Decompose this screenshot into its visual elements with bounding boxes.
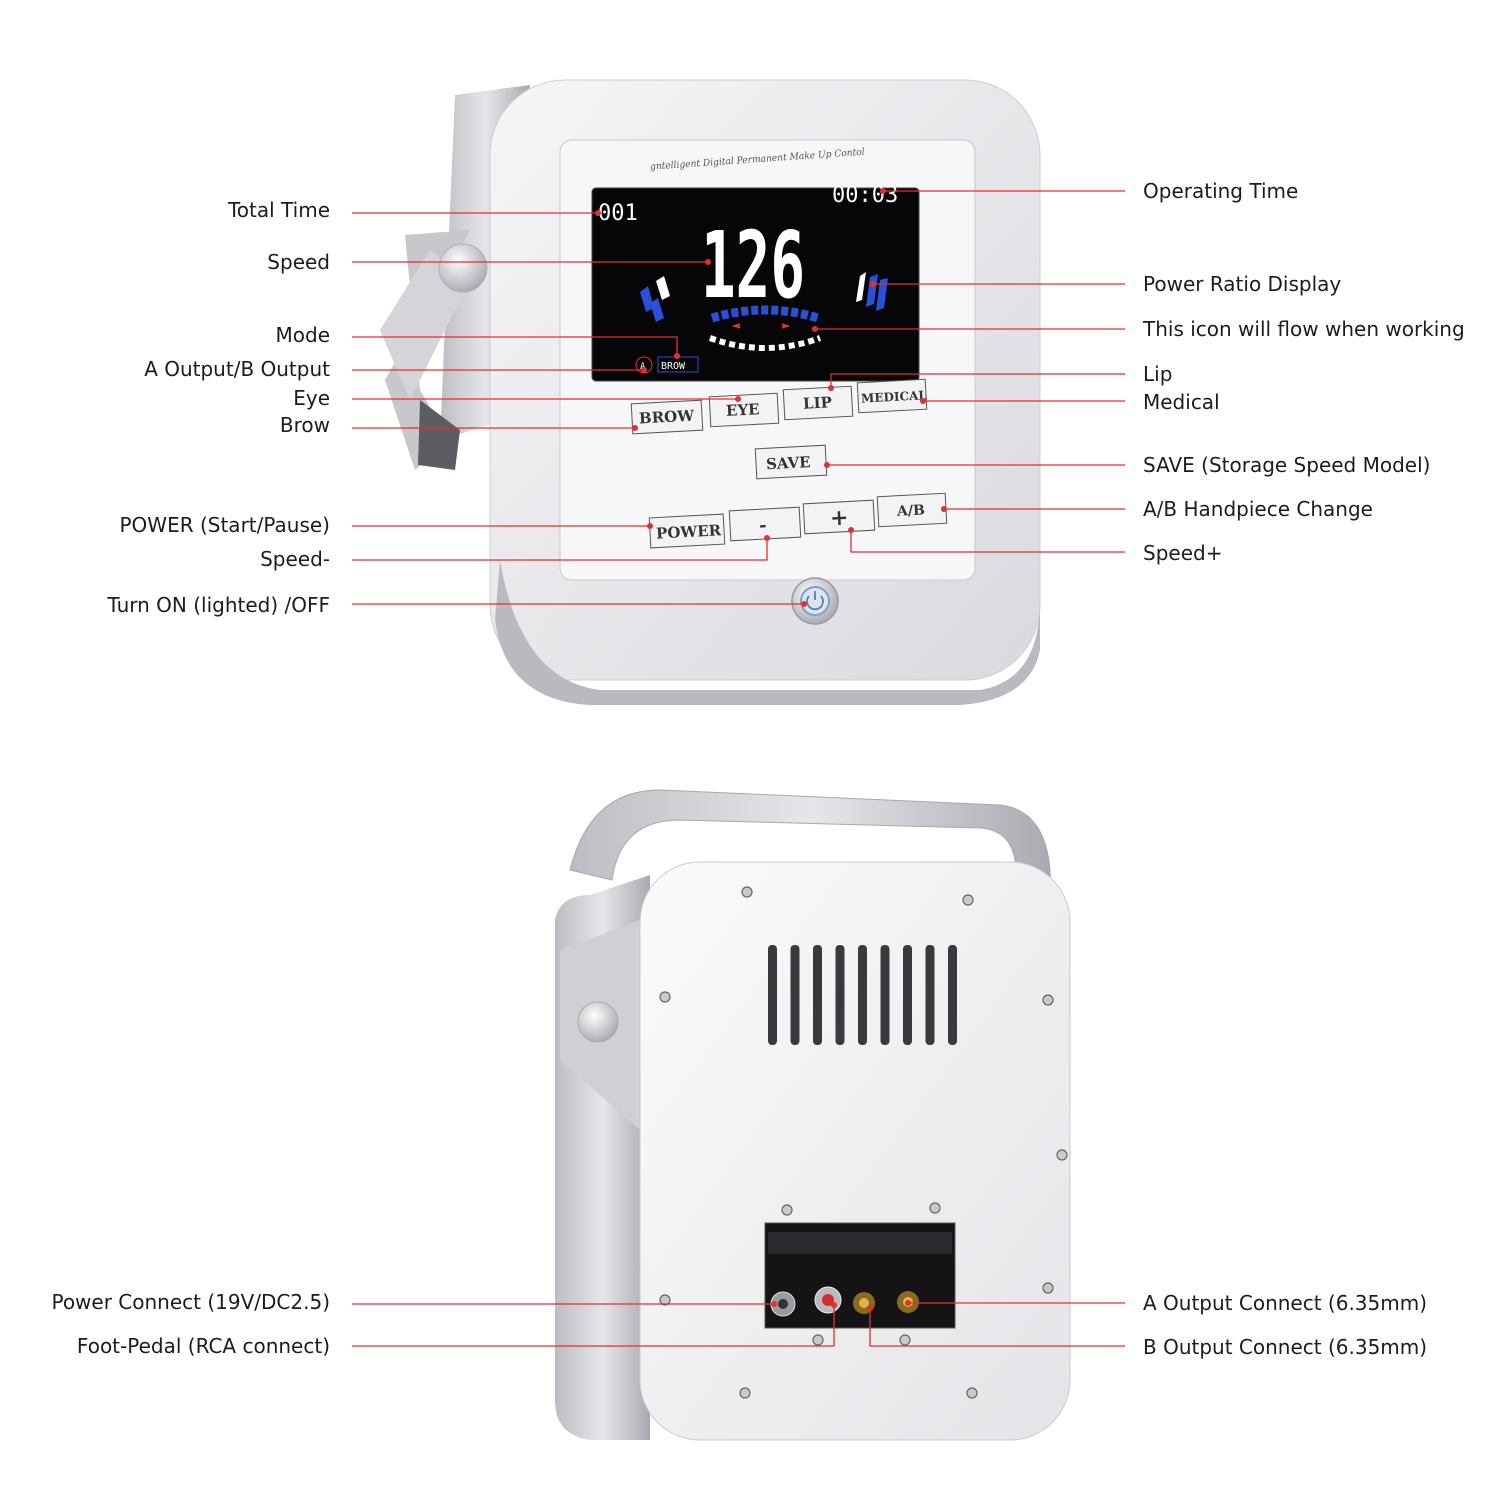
b-output-jack — [853, 1292, 875, 1314]
label-a-output-connect: A Output Connect (6.35mm) — [1143, 1291, 1428, 1315]
screw — [1042, 994, 1054, 1006]
screws — [659, 886, 1068, 1399]
lcd-output: A — [640, 362, 646, 372]
vent-slot — [790, 945, 800, 1045]
leader-foot-pedal — [352, 1305, 835, 1347]
ab-button-label: A/B — [896, 502, 926, 519]
label-medical: Medical — [1143, 390, 1220, 414]
connector-silkscreen — [768, 1232, 952, 1254]
label-power-ratio: Power Ratio Display — [1143, 272, 1342, 296]
vent-slot — [903, 945, 912, 1045]
vent-slot — [948, 945, 957, 1045]
power-icon — [806, 595, 824, 611]
lcd-operating-time: 00:03 — [832, 183, 898, 208]
eye-button[interactable]: EYE — [708, 392, 780, 428]
label-power: POWER (Start/Pause) — [119, 513, 331, 537]
back-panel — [639, 861, 1071, 1441]
screw — [812, 1334, 824, 1346]
eye-button-label: EYE — [726, 400, 760, 420]
lip-button-label: LIP — [803, 393, 833, 412]
screw — [781, 1204, 793, 1216]
lcd-total-time: 001 — [598, 201, 638, 226]
vent-slot — [835, 945, 845, 1045]
vent-slot — [880, 945, 890, 1045]
on-off-switch[interactable] — [791, 577, 839, 625]
label-save: SAVE (Storage Speed Model) — [1143, 453, 1431, 477]
back-unit — [555, 789, 1071, 1441]
power-button[interactable]: POWER — [648, 513, 726, 549]
leader-lines — [352, 190, 1125, 1347]
label-flow-icon: This icon will flow when working — [1143, 317, 1465, 341]
screw — [1056, 1149, 1068, 1161]
label-foot-pedal: Foot-Pedal (RCA connect) — [76, 1334, 330, 1358]
vent-slot — [813, 945, 822, 1045]
vent-slot — [858, 945, 867, 1045]
stand-foot — [418, 400, 460, 470]
ab-button[interactable]: A/B — [876, 492, 948, 528]
label-b-output-connect: B Output Connect (6.35mm) — [1143, 1335, 1428, 1359]
leader-speed-plus — [850, 530, 1125, 553]
label-power-connect: Power Connect (19V/DC2.5) — [51, 1290, 330, 1314]
label-lip: Lip — [1143, 362, 1173, 386]
vent-grille — [768, 945, 957, 1045]
medical-button-label: MEDICAL — [861, 388, 928, 405]
screw — [962, 894, 974, 906]
label-speed-minus: Speed- — [260, 547, 330, 571]
screw — [899, 1334, 911, 1346]
save-button-label: SAVE — [766, 453, 811, 473]
screw — [659, 991, 671, 1003]
leader-dots — [595, 188, 947, 1311]
label-speed: Speed — [267, 250, 330, 274]
leader-speed-minus — [352, 538, 768, 561]
medical-button[interactable]: MEDICAL — [856, 378, 928, 414]
label-ab-change: A/B Handpiece Change — [1143, 497, 1373, 521]
front-body-bottom-edge — [495, 560, 1040, 705]
label-eye: Eye — [293, 386, 330, 410]
save-button[interactable]: SAVE — [754, 444, 828, 480]
screw — [929, 1202, 941, 1214]
speed-minus-label: - — [759, 515, 768, 536]
lcd-mode: BROW — [661, 361, 686, 372]
screw — [1042, 1282, 1054, 1294]
power-button-label: POWER — [656, 521, 722, 542]
vent-slot — [925, 945, 935, 1045]
speed-plus-label: + — [829, 505, 849, 532]
leader-lip — [830, 373, 1125, 388]
power-ratio-left-bars — [640, 276, 670, 322]
screw — [741, 886, 753, 898]
leader-b-output — [869, 1308, 1125, 1347]
back-hinge-knob — [577, 1001, 619, 1043]
foot-pedal-jack — [814, 1286, 842, 1314]
front-unit: 001 00:03 126 A BROW gntelligent Digital… — [380, 79, 1041, 705]
label-operating-time: Operating Time — [1143, 179, 1299, 203]
label-mode: Mode — [275, 323, 331, 347]
stand-arm-front — [380, 250, 470, 400]
screw — [739, 1387, 751, 1399]
label-turn-on: Turn ON (lighted) /OFF — [107, 593, 330, 617]
speed-plus-button[interactable]: + — [802, 499, 876, 535]
flow-icon — [708, 305, 822, 351]
brow-button[interactable]: BROW — [630, 399, 704, 435]
hinge-knob — [438, 243, 488, 293]
label-output: A Output/B Output — [144, 357, 330, 381]
lcd-speed: 126 — [701, 212, 805, 319]
vent-slot — [768, 945, 777, 1045]
lip-button[interactable]: LIP — [782, 385, 854, 421]
label-speed-plus: Speed+ — [1143, 541, 1223, 565]
label-brow: Brow — [279, 413, 330, 437]
brow-button-label: BROW — [639, 407, 696, 428]
stand-arm — [385, 230, 470, 470]
screw — [966, 1387, 978, 1399]
label-total-time: Total Time — [227, 198, 330, 222]
screw — [659, 1294, 671, 1306]
leader-mode — [352, 336, 678, 356]
